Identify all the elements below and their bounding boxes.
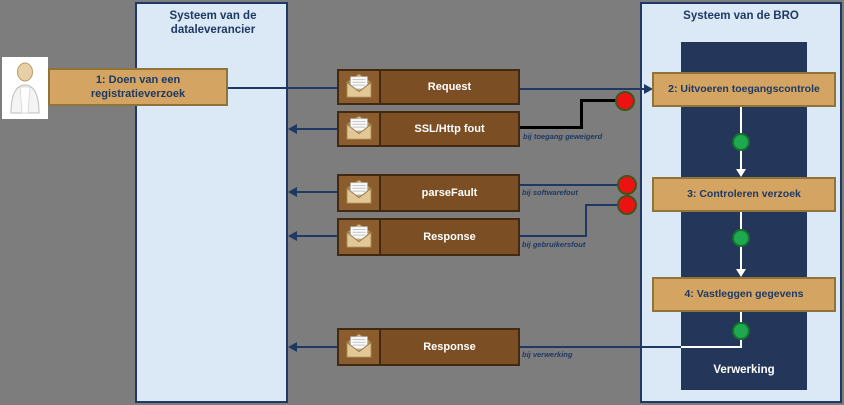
- step-2-box: 2: Uitvoeren toegangscontrole: [652, 72, 836, 107]
- connector-parsefault-to-supplier: [296, 191, 337, 193]
- message-response-final: Response: [337, 328, 520, 366]
- flow-dot3-down: [740, 339, 742, 348]
- green-status-dot-3: [732, 322, 750, 340]
- flow-step3-to-dot2: [740, 211, 742, 231]
- message-request: Request: [337, 69, 520, 105]
- flow-dot1-to-step3: [740, 149, 742, 170]
- red-status-dot-response: [617, 195, 637, 215]
- condition-verwerking: bij verwerking: [522, 350, 573, 359]
- flow-step2-to-dot1: [740, 107, 742, 135]
- step-1-box: 1: Doen van een registratieverzoek: [48, 68, 228, 106]
- step-1-label: 1: Doen van een registratieverzoek: [90, 73, 186, 100]
- connector-response-final-to-supplier: [296, 346, 337, 348]
- response-elbow-vertical: [585, 204, 587, 237]
- message-response-final-label: Response: [423, 341, 476, 353]
- connector-step1-to-request: [228, 87, 337, 89]
- arrowhead-response-left: [288, 231, 297, 241]
- message-ssl-http-fout: SSL/Http fout: [337, 111, 520, 147]
- condition-gebruikersfout: bij gebruikersfout: [522, 240, 586, 249]
- step-2-label: 2: Uitvoeren toegangscontrole: [668, 82, 820, 95]
- message-response-check: Response: [337, 218, 520, 256]
- arrowhead-into-step3: [736, 169, 746, 177]
- red-status-dot-parsefault: [617, 175, 637, 195]
- condition-softwarefout: bij softwarefout: [522, 188, 578, 197]
- flow-exit-horizontal: [681, 346, 742, 348]
- bro-lane-title: Systeem van de BRO: [683, 10, 799, 22]
- connector-verwerking-to-response: [520, 346, 681, 348]
- step-3-box: 3: Controleren verzoek: [652, 177, 836, 212]
- arrowhead-into-step2: [644, 84, 653, 94]
- connector-request-to-step2: [520, 88, 645, 90]
- dataleverancier-lane-title: Systeem van de dataleverancier: [169, 10, 257, 37]
- message-ssl-http-fout-label: SSL/Http fout: [414, 123, 485, 135]
- response-elbow-top: [587, 204, 619, 206]
- step-4-box: 4: Vastleggen gegevens: [652, 277, 836, 312]
- arrowhead-parsefault-left: [288, 187, 297, 197]
- black-elbow-horizontal-bottom: [520, 126, 583, 129]
- dataleverancier-system-lane: Systeem van de dataleverancier: [135, 2, 288, 403]
- envelope-icon: [339, 176, 381, 210]
- flow-step4-to-dot3: [740, 311, 742, 323]
- envelope-icon: [339, 220, 381, 254]
- verwerking-label: Verwerking: [713, 364, 775, 376]
- flow-dot2-to-step4: [740, 245, 742, 270]
- arrowhead-ssl-left: [288, 124, 297, 134]
- message-parsefault: parseFault: [337, 174, 520, 212]
- red-status-dot-access: [615, 91, 635, 111]
- step-3-label: 3: Controleren verzoek: [687, 187, 801, 200]
- black-elbow-horizontal-top: [580, 99, 619, 102]
- envelope-icon: [339, 71, 381, 103]
- envelope-icon: [339, 330, 381, 364]
- condition-toegang-geweigerd: bij toegang geweigerd: [523, 132, 603, 141]
- message-response-check-label: Response: [423, 231, 476, 243]
- connector-ssl-to-supplier: [296, 128, 337, 130]
- response-elbow-bottom: [520, 235, 587, 237]
- envelope-icon: [339, 113, 381, 145]
- person-icon: [10, 62, 40, 114]
- message-request-label: Request: [427, 81, 472, 93]
- green-status-dot-2: [732, 229, 750, 247]
- data-supplier-actor: [2, 57, 48, 119]
- black-elbow-vertical: [580, 99, 583, 129]
- connector-response-to-supplier: [296, 235, 337, 237]
- connector-step3-to-parsefault: [520, 184, 619, 186]
- step-4-label: 4: Vastleggen gegevens: [684, 287, 804, 300]
- green-status-dot-1: [732, 133, 750, 151]
- arrowhead-into-step4: [736, 269, 746, 277]
- message-parsefault-label: parseFault: [421, 187, 478, 199]
- arrowhead-response-final-left: [288, 342, 297, 352]
